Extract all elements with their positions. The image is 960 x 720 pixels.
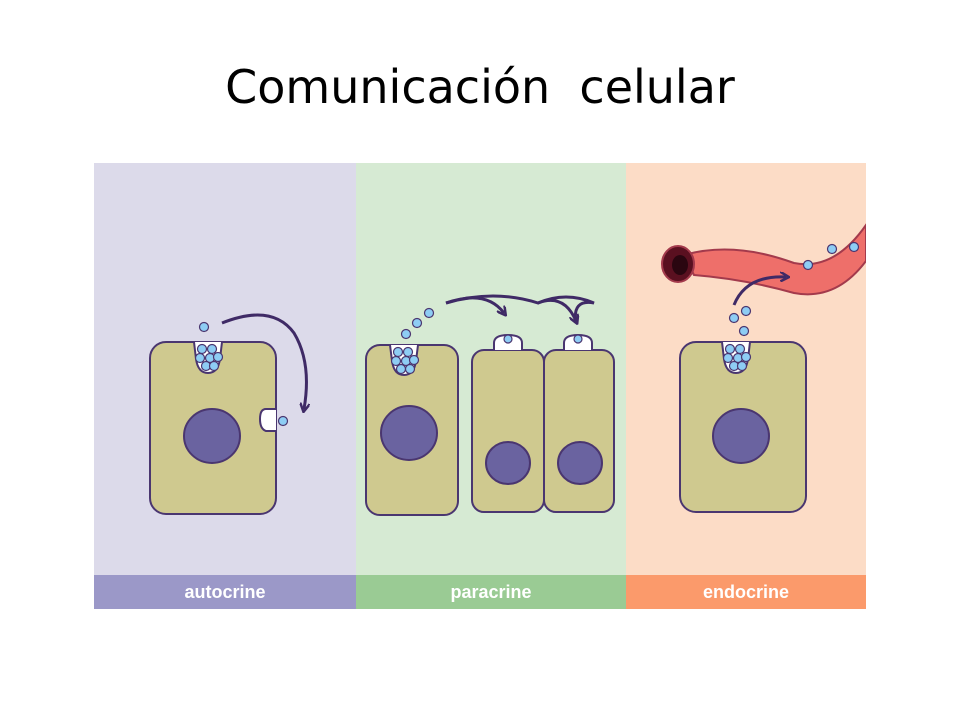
paracrine-arrow	[445, 294, 595, 324]
paracrine-signaling-cell	[365, 344, 459, 516]
label-paracrine: paracrine	[450, 582, 531, 602]
panel-paracrine-bar	[356, 575, 626, 609]
receptor	[258, 408, 276, 432]
nucleus	[380, 405, 438, 461]
nucleus	[183, 408, 241, 464]
paracrine-molecules	[390, 307, 583, 375]
endocrine-molecules	[722, 305, 752, 372]
paracrine-arrow-head-2	[537, 298, 576, 321]
paracrine-arrow-head-1	[445, 296, 504, 313]
panel-autocrine-bar	[94, 575, 356, 609]
panel-endocrine-bar	[626, 575, 866, 609]
cell-signaling-diagram: autocrine paracrine endocrine	[94, 163, 866, 609]
label-autocrine: autocrine	[184, 582, 265, 602]
slide-title: Comunicación celular	[225, 60, 735, 114]
nucleus	[712, 408, 770, 464]
paracrine-target-cell-2	[543, 333, 615, 513]
nucleus	[557, 441, 603, 485]
nucleus	[485, 441, 531, 485]
autocrine-molecules	[194, 321, 289, 427]
autocrine-arrow	[221, 313, 306, 409]
endocrine-arrow	[732, 277, 786, 306]
paracrine-target-cell-1	[471, 333, 545, 513]
label-endocrine: endocrine	[703, 582, 789, 602]
